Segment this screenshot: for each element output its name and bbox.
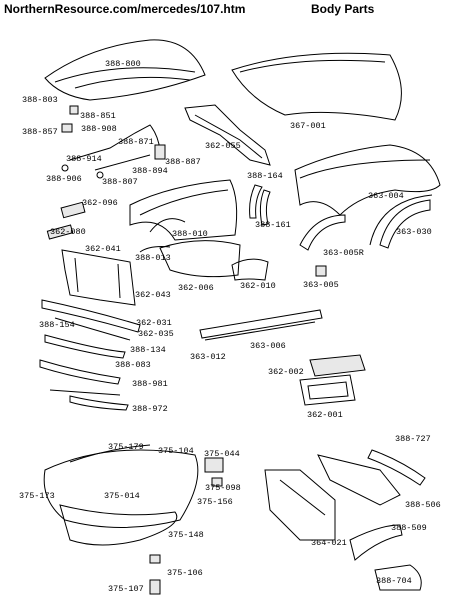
trunk-lid-drawing [43,444,199,546]
label-375-104[interactable]: 375-104 [158,446,194,456]
label-362-096[interactable]: 362-096 [82,198,118,208]
label-388-914[interactable]: 388-914 [66,154,102,164]
label-375-179[interactable]: 375-179 [108,442,144,452]
cowl-drawing [184,104,271,166]
label-388-154[interactable]: 388-154 [39,320,75,330]
label-388-908[interactable]: 388-908 [81,124,117,134]
label-388-134[interactable]: 388-134 [130,345,166,355]
label-375-173[interactable]: 375-173 [19,491,55,501]
label-375-107[interactable]: 375-107 [108,584,144,594]
small-brackets-drawing [46,201,86,240]
label-388-807[interactable]: 388-807 [102,177,138,187]
section-title: Body Parts [311,2,375,16]
label-364-021[interactable]: 364-021 [311,538,347,548]
rear-quarter-drawing [294,144,441,216]
rear-body-drawing [264,449,426,591]
front-rails-drawing [39,299,141,411]
hood-drawing [44,39,206,101]
rocker-panel-drawing [199,309,323,341]
label-362-055[interactable]: 362-055 [205,141,241,151]
label-362-035[interactable]: 362-035 [138,329,174,339]
label-388-803[interactable]: 388-803 [22,95,58,105]
label-375-044[interactable]: 375-044 [204,449,240,459]
label-363-006[interactable]: 363-006 [250,341,286,351]
label-388-509[interactable]: 388-509 [391,523,427,533]
label-388-981[interactable]: 388-981 [132,379,168,389]
label-388-013[interactable]: 388-013 [135,253,171,263]
label-363-012[interactable]: 363-012 [190,352,226,362]
label-388-704[interactable]: 388-704 [376,576,412,586]
label-362-001[interactable]: 362-001 [307,410,343,420]
label-388-727[interactable]: 388-727 [395,434,431,444]
label-388-010[interactable]: 388-010 [172,229,208,239]
label-375-098[interactable]: 375-098 [205,483,241,493]
label-388-972[interactable]: 388-972 [132,404,168,414]
trunk-hardware-drawing [149,457,224,595]
label-375-014[interactable]: 375-014 [104,491,140,501]
label-388-851[interactable]: 388-851 [80,111,116,121]
label-388-906[interactable]: 388-906 [46,174,82,184]
radiator-support-drawing [61,249,136,306]
pillar-trim-drawing [249,184,271,226]
label-388-800[interactable]: 388-800 [105,59,141,69]
label-363-030[interactable]: 363-030 [396,227,432,237]
wheel-arch-drawing [299,194,433,251]
label-362-043[interactable]: 362-043 [135,290,171,300]
label-388-506[interactable]: 388-506 [405,500,441,510]
label-388-083[interactable]: 388-083 [115,360,151,370]
part-labels: 388-800 388-803 388-851 388-857 388-908 … [19,59,441,594]
label-388-164[interactable]: 388-164 [247,171,283,181]
front-fender-drawing [129,179,238,241]
label-362-006[interactable]: 362-006 [178,283,214,293]
label-388-894[interactable]: 388-894 [132,166,168,176]
label-363-005[interactable]: 363-005 [303,280,339,290]
label-375-106[interactable]: 375-106 [167,568,203,578]
label-388-161[interactable]: 388-161 [255,220,291,230]
label-362-002[interactable]: 362-002 [268,367,304,377]
label-388-857[interactable]: 388-857 [22,127,58,137]
windshield-drawing [231,52,402,121]
label-367-001[interactable]: 367-001 [290,121,326,131]
label-363-005R[interactable]: 363-005R [323,248,364,258]
label-388-871[interactable]: 388-871 [118,137,154,147]
hood-hardware-drawing [61,105,166,179]
site-url[interactable]: NorthernResource.com/mercedes/107.htm [4,2,246,16]
label-362-080[interactable]: 362-080 [50,227,86,237]
label-362-010[interactable]: 362-010 [240,281,276,291]
label-362-031[interactable]: 362-031 [136,318,172,328]
inner-fender-drawing [139,240,327,281]
label-388-887[interactable]: 388-887 [165,157,201,167]
battery-box-drawing [299,354,366,406]
label-362-041[interactable]: 362-041 [85,244,121,254]
label-375-148[interactable]: 375-148 [168,530,204,540]
label-375-156[interactable]: 375-156 [197,497,233,507]
label-363-004[interactable]: 363-004 [368,191,404,201]
